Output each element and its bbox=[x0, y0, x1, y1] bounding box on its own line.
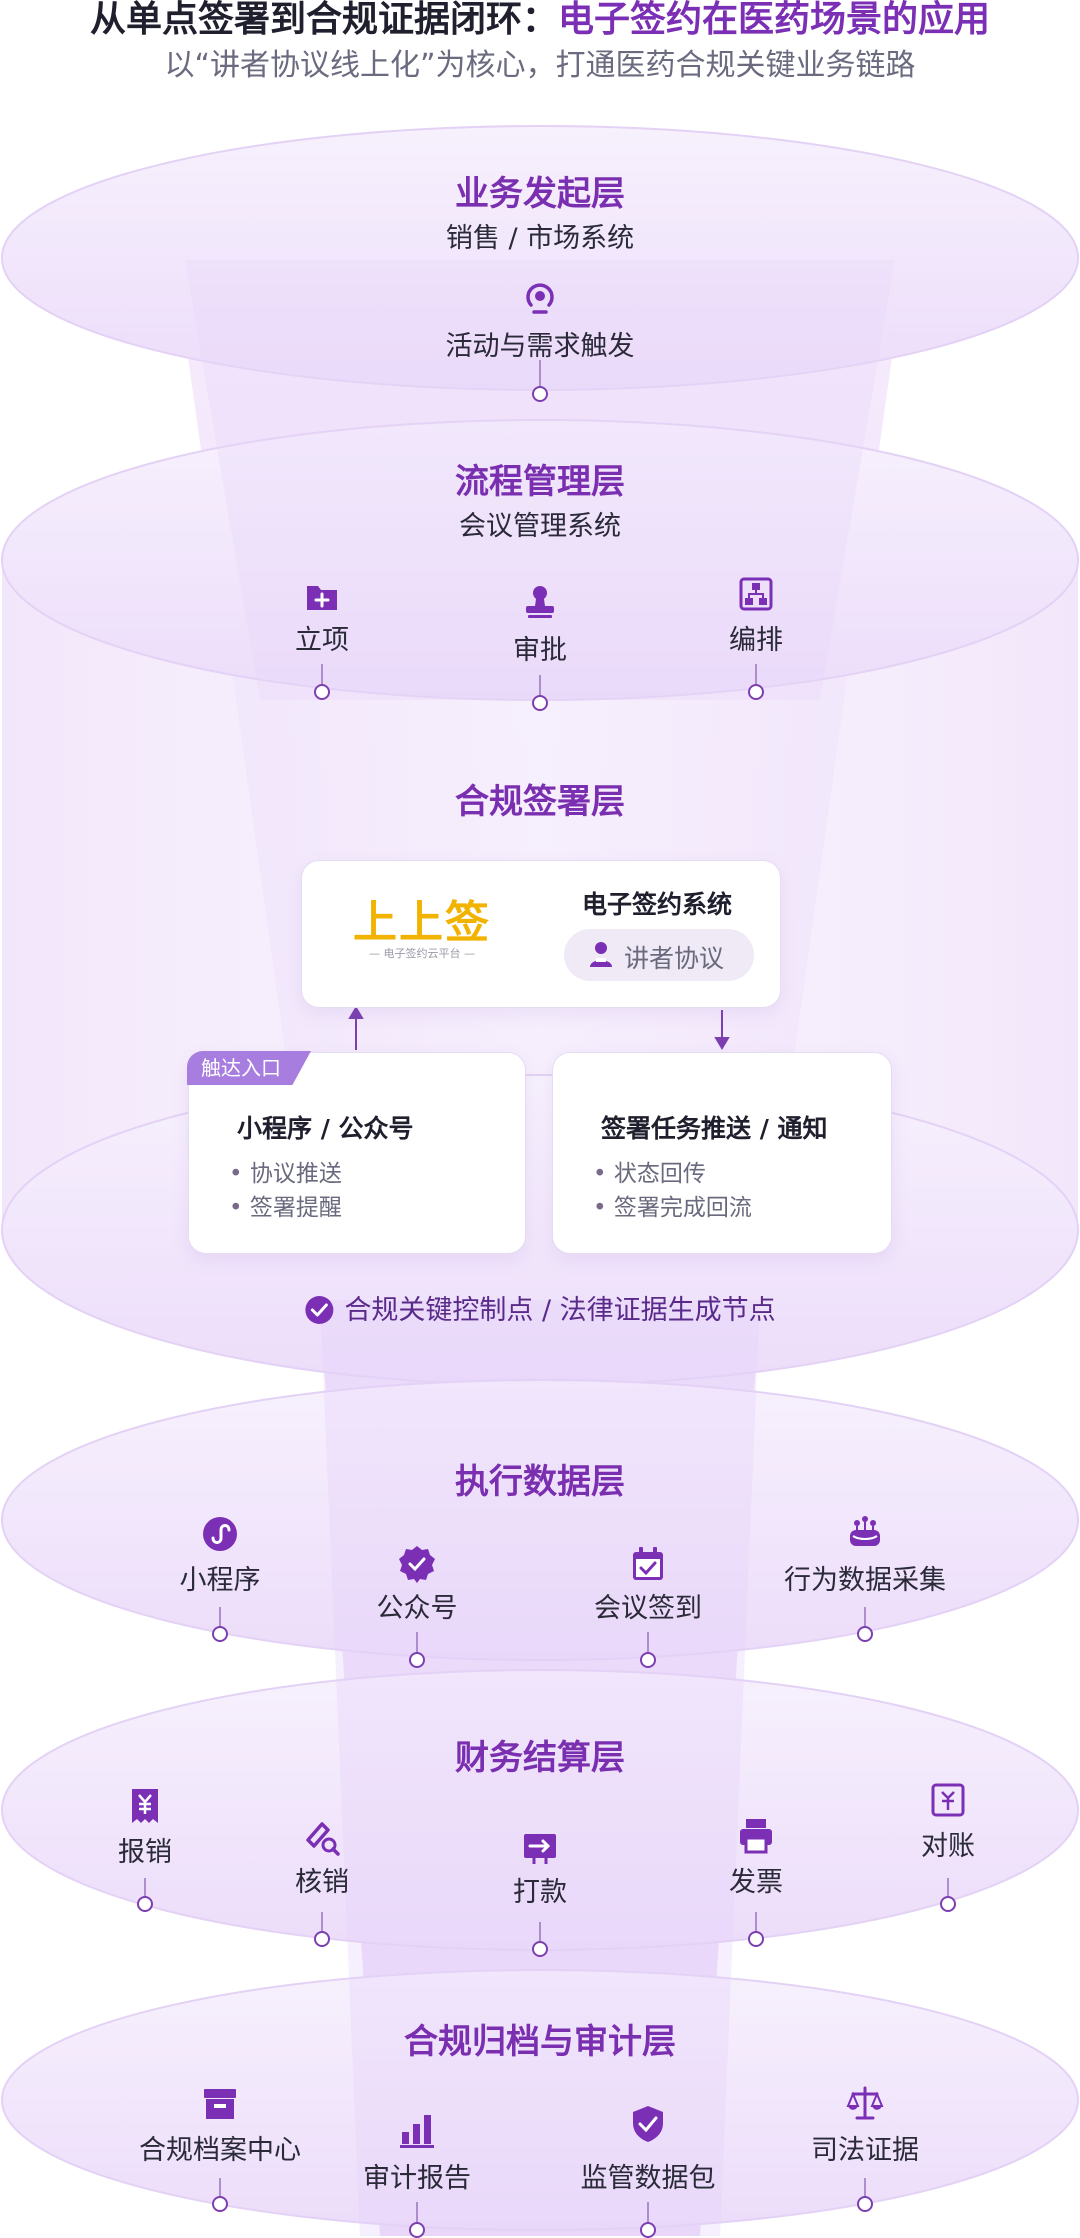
layer-title-initiation: 业务发起层 bbox=[455, 174, 625, 214]
finance-item: 打款 bbox=[513, 1877, 567, 1908]
initiation-item: 活动与需求触发 bbox=[445, 331, 635, 362]
process-item-initiate: 立项 bbox=[295, 625, 349, 656]
connector-dot bbox=[857, 1626, 873, 1642]
check-circle-icon bbox=[305, 1296, 334, 1324]
calendar-check-icon bbox=[633, 1547, 663, 1580]
bar-chart-icon bbox=[400, 2115, 434, 2148]
connector-dot bbox=[137, 1896, 153, 1912]
layer-title-finance: 财务结算层 bbox=[455, 1738, 625, 1778]
speaker-agreement-chip: 讲者协议 bbox=[564, 929, 754, 981]
execution-item: 行为数据采集 bbox=[784, 1565, 946, 1596]
shield-check-icon bbox=[633, 2106, 663, 2142]
finance-item: 对账 bbox=[921, 1831, 975, 1862]
e-sign-system-name: 电子签约系统 bbox=[581, 890, 732, 919]
page-title: 从单点签署到合规证据闭环：电子签约在医药场景的应用 bbox=[89, 0, 991, 40]
disk-archive bbox=[1, 1969, 1079, 2231]
connector-dot bbox=[314, 684, 330, 700]
layer-title-archive: 合规归档与审计层 bbox=[404, 2022, 676, 2062]
connector-dot bbox=[532, 695, 548, 711]
data-collection-icon bbox=[850, 1516, 880, 1546]
finance-item: 发票 bbox=[729, 1867, 783, 1898]
mini-program-icon bbox=[203, 1517, 237, 1551]
printer-icon bbox=[740, 1819, 772, 1854]
scales-icon bbox=[846, 2086, 884, 2120]
archive-item: 监管数据包 bbox=[580, 2163, 716, 2194]
archive-item: 合规档案中心 bbox=[139, 2135, 301, 2166]
archive-box-icon bbox=[204, 2089, 236, 2119]
layer-title-process: 流程管理层 bbox=[455, 462, 625, 502]
execution-item: 小程序 bbox=[179, 1565, 261, 1596]
org-chart-icon bbox=[739, 577, 773, 611]
layer-subtitle-initiation: 销售 / 市场系统 bbox=[445, 223, 635, 254]
transfer-payment-icon bbox=[524, 1834, 556, 1864]
write-off-icon bbox=[306, 1822, 340, 1856]
finance-item: 报销 bbox=[118, 1837, 172, 1868]
layer-title-signing: 合规签署层 bbox=[455, 782, 625, 822]
connector-dot bbox=[212, 2196, 228, 2212]
connector-dot bbox=[940, 1896, 956, 1912]
folder-add-icon bbox=[307, 586, 337, 610]
broadcast-icon bbox=[526, 283, 554, 314]
archive-item: 司法证据 bbox=[811, 2135, 919, 2166]
mini-program-card: 触达入口 小程序 / 公众号 协议推送 签署提醒 bbox=[187, 1051, 526, 1254]
speaker-icon bbox=[590, 942, 612, 967]
connector-dot bbox=[409, 1652, 425, 1668]
page-subtitle: 以“讲者协议线上化”为核心，打通医药合规关键业务链路 bbox=[164, 48, 916, 83]
compliance-checkpoint: 合规关键控制点 / 法律证据生成节点 bbox=[304, 1288, 776, 1327]
execution-item: 会议签到 bbox=[594, 1593, 702, 1624]
sign-task-card-title: 签署任务推送 / 通知 bbox=[601, 1114, 828, 1143]
archive-item: 审计报告 bbox=[363, 2163, 471, 2194]
bestsign-logo: 上上签 — 电子签约云平台 — bbox=[353, 897, 491, 961]
bullet-item: 签署提醒 bbox=[229, 1191, 342, 1225]
sign-task-card: 签署任务推送 / 通知 状态回传 签署完成回流 bbox=[552, 1052, 892, 1254]
connector-dot bbox=[640, 1652, 656, 1668]
layer-title-execution: 执行数据层 bbox=[455, 1462, 625, 1502]
connector-dot bbox=[212, 1626, 228, 1642]
entry-tag: 触达入口 bbox=[187, 1051, 311, 1085]
receipt-icon bbox=[132, 1789, 158, 1823]
finance-item: 核销 bbox=[295, 1867, 349, 1898]
connector-dot bbox=[857, 2196, 873, 2212]
connector-dot bbox=[314, 1931, 330, 1947]
connector-dot bbox=[532, 386, 548, 402]
execution-item: 公众号 bbox=[376, 1593, 458, 1624]
bullet-item: 状态回传 bbox=[593, 1157, 706, 1191]
layer-subtitle-process: 会议管理系统 bbox=[459, 511, 621, 542]
connector-dot bbox=[748, 1931, 764, 1947]
process-item-approve: 审批 bbox=[513, 635, 567, 666]
disk-execution bbox=[1, 1379, 1079, 1661]
bullet-item: 协议推送 bbox=[229, 1157, 342, 1191]
mini-program-card-title: 小程序 / 公众号 bbox=[237, 1114, 414, 1143]
process-item-arrange: 编排 bbox=[729, 625, 783, 656]
bullet-item: 签署完成回流 bbox=[593, 1191, 752, 1225]
connector-dot bbox=[532, 1941, 548, 1957]
verified-badge-icon bbox=[399, 1546, 435, 1583]
stamp-icon bbox=[526, 586, 554, 618]
connector-dot bbox=[748, 684, 764, 700]
reconcile-icon bbox=[931, 1783, 965, 1817]
e-sign-system-card: 上上签 — 电子签约云平台 — 电子签约系统 讲者协议 bbox=[301, 860, 781, 1008]
